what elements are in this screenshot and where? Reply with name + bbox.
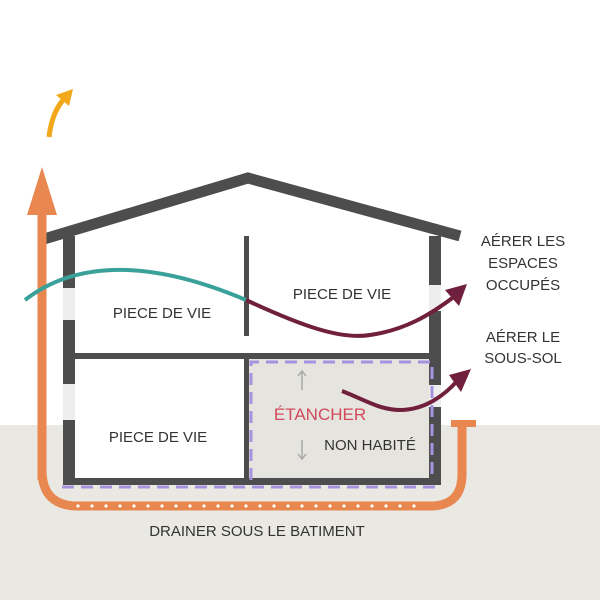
walls: [63, 236, 441, 485]
ventilate-basement-line-2: SOUS-SOL: [484, 350, 562, 367]
airtight-seal: [62, 360, 440, 489]
pressure-arrows: [297, 369, 307, 461]
ventilate-occupied-line-2: ESPACES: [488, 255, 558, 272]
basement-air-maroon: [341, 378, 460, 413]
drain-pipe: [27, 167, 476, 511]
drain-perforations: [76, 504, 416, 508]
window-left-lower: [63, 384, 75, 420]
exhaust-arrow: [46, 89, 73, 138]
outgoing-air-arrow-head: [445, 284, 467, 306]
ventilate-occupied-line-1: AÉRER LES: [481, 233, 565, 250]
airtight-label: ÉTANCHER: [274, 405, 366, 424]
incoming-air-teal: [23, 268, 247, 302]
window-left-upper: [63, 288, 75, 320]
floor-slab: [63, 478, 441, 485]
room-label-lower-right: NON HABITÉ: [324, 437, 416, 454]
drain-cap: [451, 420, 476, 427]
left-wall: [63, 236, 75, 484]
upper-partition: [244, 236, 249, 336]
room-label-lower-left: PIECE DE VIE: [109, 429, 207, 446]
ground-lower: [0, 483, 600, 600]
roof: [42, 172, 462, 245]
ventilate-occupied-line-3: OCCUPÉS: [486, 277, 560, 294]
room-label-upper-right: PIECE DE VIE: [293, 286, 391, 303]
ventilate-basement-line-1: AÉRER LE: [486, 329, 560, 346]
drain-label: DRAINER SOUS LE BATIMENT: [149, 523, 365, 540]
basement-air-arrow-head: [449, 369, 471, 392]
room-label-upper-left: PIECE DE VIE: [113, 305, 211, 322]
lower-partition: [244, 353, 249, 481]
drain-up-arrow-head: [27, 167, 57, 215]
outgoing-air-maroon: [245, 294, 457, 338]
middle-floor: [63, 353, 441, 359]
window-right-upper: [429, 285, 441, 311]
unheated-room-fill: [248, 357, 434, 481]
